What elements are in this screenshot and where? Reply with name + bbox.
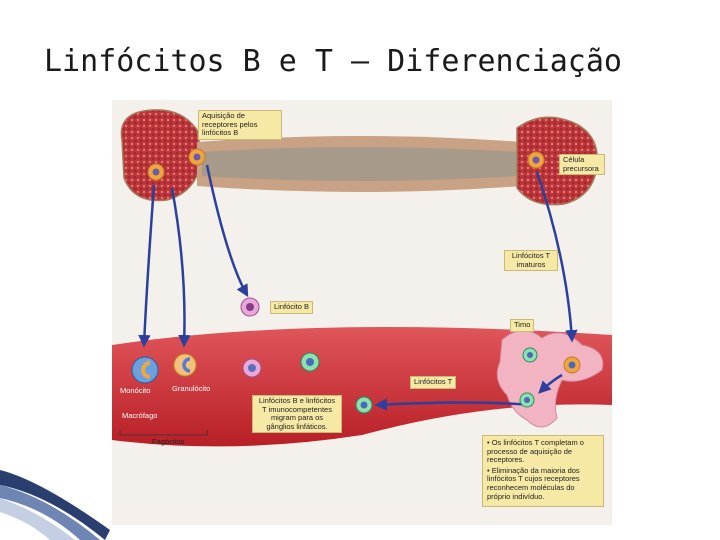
label-migracao: Linfócitos B e linfócitos T imunocompete… [252,395,342,433]
label-linfocitos-t: Linfócitos T [410,376,457,389]
cells [131,148,581,414]
arrows [138,164,578,411]
arrow-thymus-to-vessel [374,398,533,411]
label-monocito: Monócito [120,386,151,395]
note-1: • Os linfócitos T completam o processo d… [487,438,584,465]
arrow-marrow-to-monocyte [138,184,156,348]
slide-title: Linfócitos B e T – Diferenciação [44,44,622,79]
label-linfocitos-t-imaturos: Linfócitos T imaturos [504,250,558,271]
blood-vessel [112,327,612,447]
fagocitos-bracket [119,430,208,436]
label-aquisicao: Aquisição de receptores pelos linfócitos… [198,110,282,140]
diagram-canvas [112,109,612,447]
label-macrofago: Macrófago [122,411,158,420]
label-celula-precursora: Célula precursora [559,154,605,175]
arrow-precursor-to-thymus [535,171,578,343]
notes-box: • Os linfócitos T completam o processo d… [482,435,604,508]
label-granulocito: Granulócito [172,384,211,393]
arrow-marrow-to-granulocyte [170,187,191,348]
bone [120,109,599,206]
diagram-figure: Aquisição de receptores pelos linfócitos… [112,100,612,525]
arrow-thymus-internal [538,373,563,394]
arrow-marrow-to-b-cell [205,164,249,298]
label-timo: Timo [510,319,535,332]
label-fagocitos: Fagócitos [152,437,185,446]
note-2: • Eliminação da maioria dos linfócitos T… [487,465,580,501]
label-linfocito-b: Linfócito B [270,301,314,314]
